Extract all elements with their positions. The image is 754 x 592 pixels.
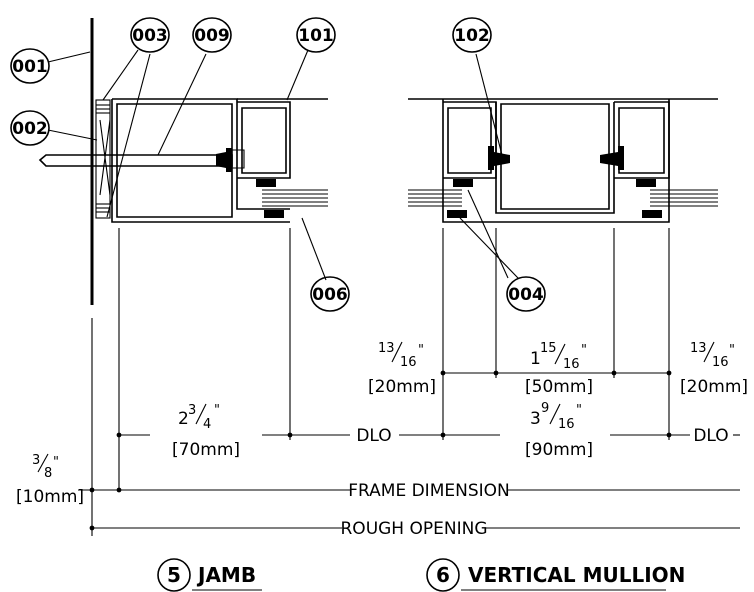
dim-mullion-total-mm: [90mm] — [525, 440, 593, 460]
mullion-detail-label: VERTICAL MULLION — [468, 563, 685, 587]
tag-009-text: 009 — [194, 26, 230, 46]
dim-mullion-total-mark: " — [576, 403, 582, 418]
leader-lines — [47, 49, 519, 281]
dim-jamb-mid-num: 3 — [188, 403, 196, 418]
dim-mullion-left-num: 13 — [378, 341, 395, 356]
dim-left-small-num: 3 — [32, 453, 40, 468]
dim-jamb-mid-whole: 2 — [178, 409, 189, 429]
dim-mullion-left-mm: [20mm] — [368, 377, 436, 397]
glazing-jamb — [262, 189, 328, 218]
dim-mullion-total-den: 16 — [558, 417, 575, 432]
rough-opening-label: ROUGH OPENING — [341, 519, 488, 539]
dim-mullion-right: 13 16 " [20mm] — [680, 341, 748, 397]
dim-mullion-mid-mm: [50mm] — [525, 377, 593, 397]
dim-mullion-right-den: 16 — [712, 355, 729, 370]
tag-101-text: 101 — [298, 26, 334, 46]
mullion-section — [408, 98, 718, 223]
jamb-section — [38, 98, 328, 223]
tag-001-text: 001 — [12, 57, 48, 77]
dlo-right-label: DLO — [693, 426, 728, 446]
dim-mullion-right-mark: " — [729, 343, 735, 358]
screw-mullion-left — [488, 146, 510, 170]
dim-mullion-left: 13 16 " [20mm] — [368, 341, 436, 397]
dim-mullion-right-num: 13 — [690, 341, 707, 356]
dim-mullion-total-whole: 3 — [530, 409, 541, 429]
dim-mullion-right-mm: [20mm] — [680, 377, 748, 397]
dim-mullion-mid-whole: 1 — [530, 349, 541, 369]
dim-left-small: 3 8 " [10mm] — [16, 453, 84, 507]
dim-mullion-total-num: 9 — [541, 401, 549, 416]
dim-jamb-mid-mm: [70mm] — [172, 440, 240, 460]
screw-jamb — [216, 148, 245, 172]
tag-004: 004 — [506, 276, 546, 312]
tag-102-text: 102 — [454, 26, 490, 46]
tag-002-text: 002 — [12, 119, 48, 139]
tag-003-text: 003 — [132, 26, 168, 46]
dim-left-small-mark: " — [53, 455, 59, 470]
dim-mullion-left-den: 16 — [400, 355, 417, 370]
tag-101: 101 — [296, 17, 336, 53]
tag-102: 102 — [452, 17, 492, 53]
dim-mullion-total: 3 9 16 " [90mm] — [525, 401, 593, 460]
extension-lines — [118, 228, 670, 492]
dim-jamb-mid: 2 3 4 " [70mm] — [172, 403, 240, 460]
dim-mullion-mid: 1 15 16 " [50mm] — [525, 341, 593, 397]
screw-mullion-right — [600, 146, 624, 170]
tag-004-text: 004 — [508, 285, 544, 305]
jamb-detail-number: 5 — [167, 563, 181, 587]
shim-hatch — [96, 104, 111, 213]
dim-mullion-left-mark: " — [418, 343, 424, 358]
glazing-mullion-left — [408, 189, 462, 207]
jamb-detail-title: 5 JAMB — [157, 558, 262, 592]
frame-dimension-label: FRAME DIMENSION — [348, 481, 509, 501]
jamb-detail-label: JAMB — [196, 563, 256, 587]
tag-006-text: 006 — [312, 285, 348, 305]
dim-left-small-mm: [10mm] — [16, 487, 84, 507]
dlo-left-label: DLO — [356, 426, 391, 446]
dimension-lines — [78, 370, 740, 531]
glazing-mullion-right — [650, 189, 718, 207]
mullion-detail-title: 6 VERTICAL MULLION — [426, 558, 685, 592]
tag-001: 001 — [10, 48, 50, 84]
tag-002: 002 — [10, 110, 50, 146]
tag-003: 003 — [130, 17, 170, 53]
tag-009: 009 — [192, 17, 232, 53]
dim-mullion-mid-den: 16 — [563, 357, 580, 372]
dim-mullion-mid-mark: " — [581, 343, 587, 358]
dim-jamb-mid-mark: " — [214, 403, 220, 418]
dim-left-small-den: 8 — [44, 466, 52, 481]
dim-jamb-mid-den: 4 — [203, 417, 211, 432]
tag-006: 006 — [310, 276, 350, 312]
dim-mullion-mid-num: 15 — [540, 341, 557, 356]
mullion-detail-number: 6 — [436, 563, 450, 587]
